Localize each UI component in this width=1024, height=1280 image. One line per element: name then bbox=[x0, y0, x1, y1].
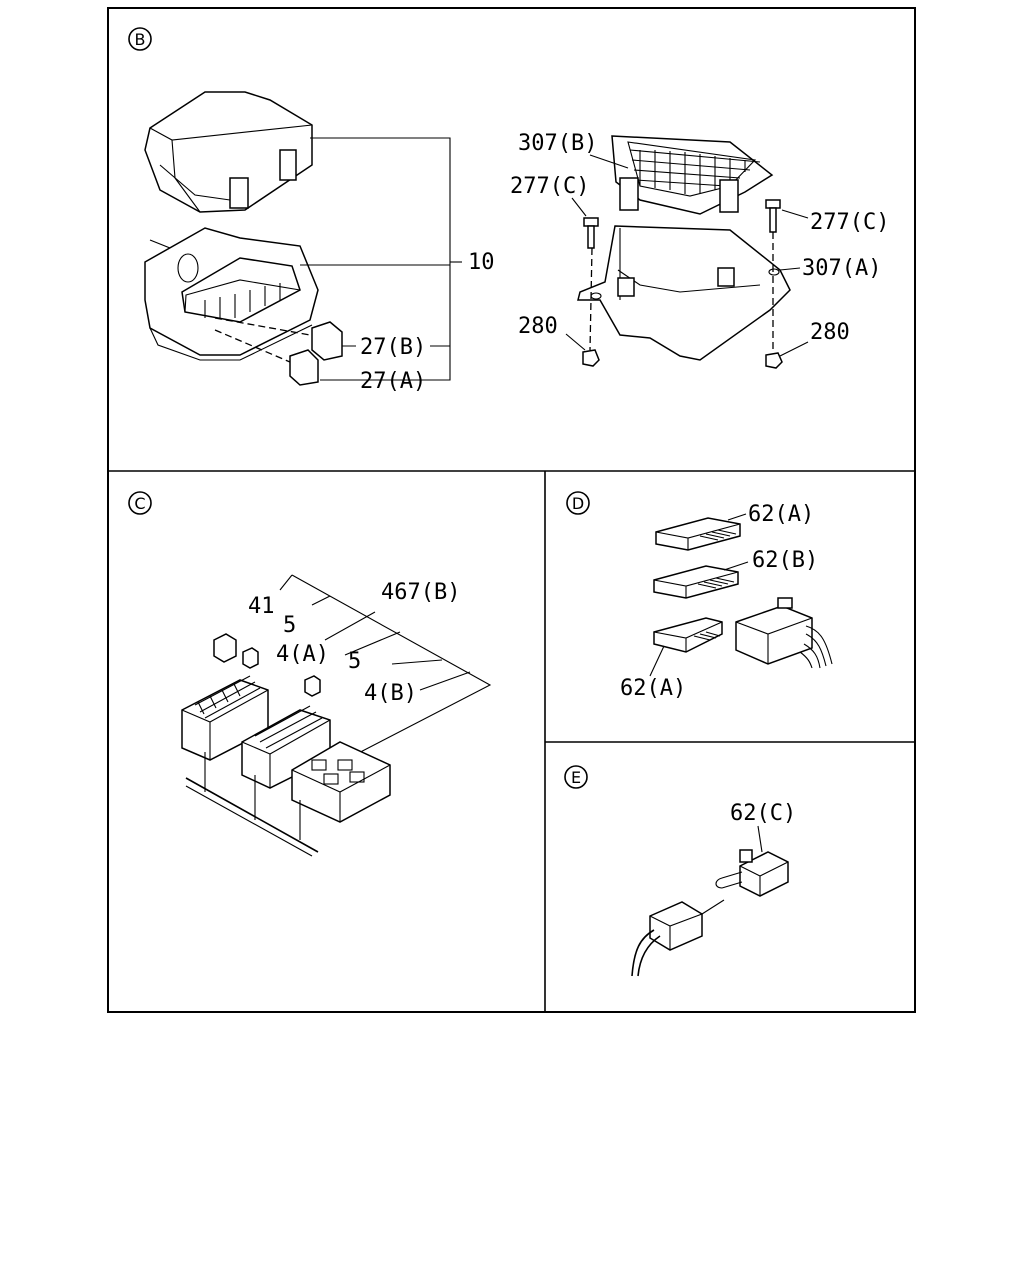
label-27a: 27(A) bbox=[360, 369, 426, 394]
connector-62c bbox=[715, 849, 789, 897]
section-badge-c: C bbox=[128, 491, 152, 515]
label-4b: 4(B) bbox=[364, 681, 417, 706]
label-5-mid: 5 bbox=[348, 649, 361, 674]
mating-line bbox=[701, 899, 725, 915]
leader-62a-bottom bbox=[649, 645, 665, 677]
fuse-block-4b bbox=[291, 741, 391, 823]
guide-bolt-left bbox=[589, 247, 593, 351]
svg-text:C: C bbox=[134, 494, 145, 513]
fuse-27a bbox=[289, 349, 319, 386]
fuse-box-cover bbox=[144, 91, 313, 213]
leader-280-left bbox=[565, 333, 586, 351]
bracket-307a bbox=[577, 225, 791, 361]
connector-62a-top bbox=[655, 517, 741, 551]
leader-280-right bbox=[779, 341, 809, 357]
connector-mating bbox=[631, 901, 703, 977]
label-307a: 307(A) bbox=[802, 256, 881, 281]
label-62a-bottom: 62(A) bbox=[620, 676, 686, 701]
label-280-right: 280 bbox=[810, 320, 850, 345]
relay-41 bbox=[213, 633, 237, 663]
label-307b: 307(B) bbox=[518, 131, 597, 156]
leader-467b bbox=[324, 611, 376, 641]
mesh-cover-307b bbox=[611, 135, 774, 215]
leader-4a bbox=[344, 631, 401, 656]
fuse-27b bbox=[311, 321, 343, 361]
label-280-left: 280 bbox=[518, 314, 558, 339]
label-4a: 4(A) bbox=[276, 642, 329, 667]
label-62c: 62(C) bbox=[730, 801, 796, 826]
fuse-5-mid bbox=[304, 675, 321, 697]
leader-277c-left bbox=[571, 197, 587, 217]
leader-bracket-10 bbox=[310, 137, 451, 381]
connector-62a-bottom bbox=[653, 617, 723, 653]
section-badge-d: D bbox=[566, 491, 590, 515]
leader-41 bbox=[279, 574, 293, 591]
section-badge-e: E bbox=[564, 765, 588, 789]
connector-housing-harness bbox=[735, 597, 833, 669]
bolt-277c-left bbox=[583, 217, 599, 249]
section-b: B bbox=[128, 27, 889, 394]
svg-text:B: B bbox=[135, 30, 146, 49]
guide-27b bbox=[214, 317, 311, 336]
section-d: D 62(A) 62(B) 62(A) bbox=[566, 491, 833, 701]
label-277c-right: 277(C) bbox=[810, 210, 889, 235]
label-10: 10 bbox=[468, 250, 495, 275]
connector-62b bbox=[653, 565, 739, 599]
nut-280-left bbox=[582, 349, 600, 367]
leader-307a bbox=[779, 267, 801, 271]
nut-280-right bbox=[765, 352, 783, 369]
leader-4b bbox=[419, 671, 471, 691]
leader-5-top bbox=[311, 595, 331, 606]
svg-text:E: E bbox=[571, 768, 581, 787]
bolt-277c-right bbox=[765, 199, 781, 233]
bracket-467b bbox=[291, 574, 492, 761]
section-c: C bbox=[128, 491, 492, 857]
section-e: E 62(C) bbox=[564, 765, 796, 977]
leader-62b bbox=[723, 561, 749, 571]
label-27b: 27(B) bbox=[360, 335, 426, 360]
label-62b: 62(B) bbox=[752, 548, 818, 573]
leader-307b bbox=[589, 154, 629, 169]
leader-5-mid bbox=[391, 659, 443, 665]
svg-text:D: D bbox=[572, 494, 584, 513]
harness-bar bbox=[185, 777, 319, 853]
fuse-box-body bbox=[144, 227, 319, 361]
label-5-top: 5 bbox=[283, 613, 296, 638]
leader-62a-top bbox=[727, 513, 747, 521]
fuse-5-top bbox=[242, 647, 259, 669]
label-62a-top: 62(A) bbox=[748, 502, 814, 527]
label-41: 41 bbox=[248, 594, 275, 619]
section-badge-b: B bbox=[128, 27, 152, 51]
label-467b: 467(B) bbox=[381, 580, 460, 605]
leader-62c bbox=[757, 825, 763, 853]
leader-277c-right bbox=[781, 209, 809, 219]
frame-outer bbox=[107, 7, 916, 1013]
label-277c-left: 277(C) bbox=[510, 174, 589, 199]
guide-27a bbox=[214, 329, 291, 363]
